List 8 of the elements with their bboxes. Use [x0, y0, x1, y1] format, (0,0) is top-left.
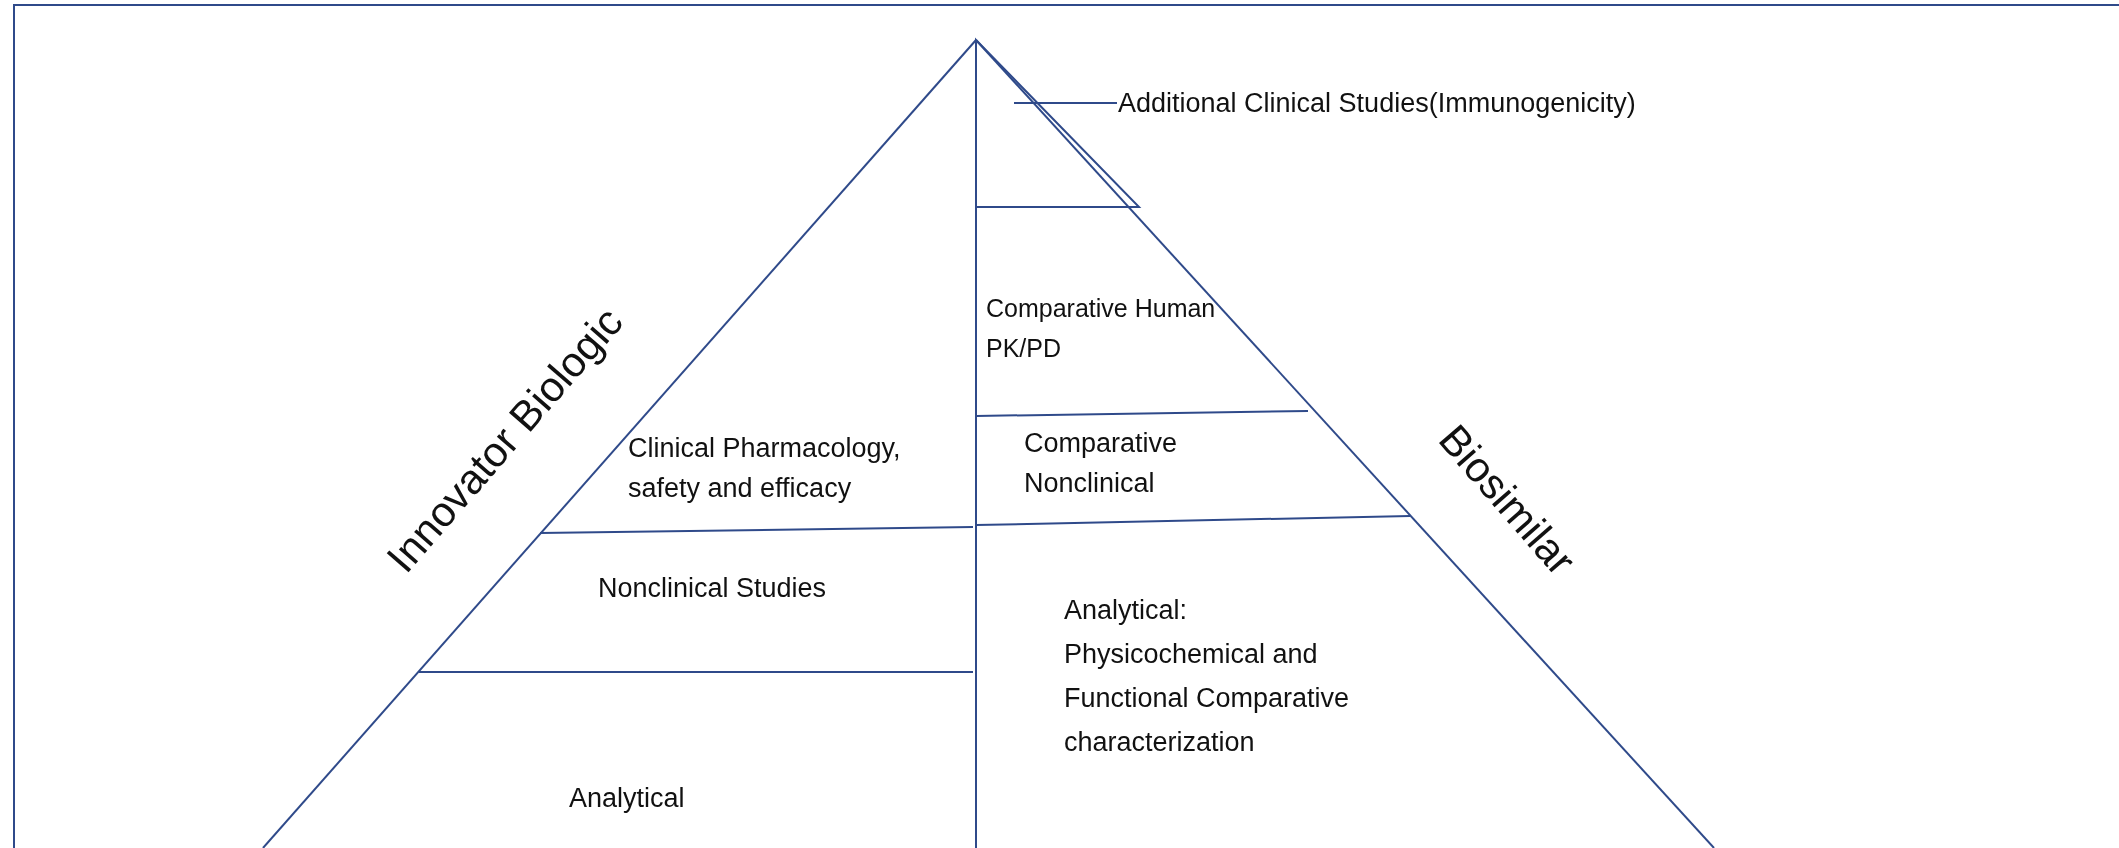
section-label: Analytical: Physicochemical and Functional Comparative characterization — [1064, 594, 1351, 759]
section-label: Comparative Human PK/PD — [986, 293, 1217, 364]
section-label: Comparative Nonclinical — [1024, 427, 1179, 500]
section-label: Additional Clinical Studies(Immunogenicity) — [1118, 83, 1636, 123]
section-label: Analytical — [569, 782, 686, 815]
section-label: Nonclinical Studies — [598, 572, 828, 605]
leader-line — [1013, 102, 1118, 104]
section-label: Clinical Pharmacology, safety and efficacy — [628, 432, 902, 505]
